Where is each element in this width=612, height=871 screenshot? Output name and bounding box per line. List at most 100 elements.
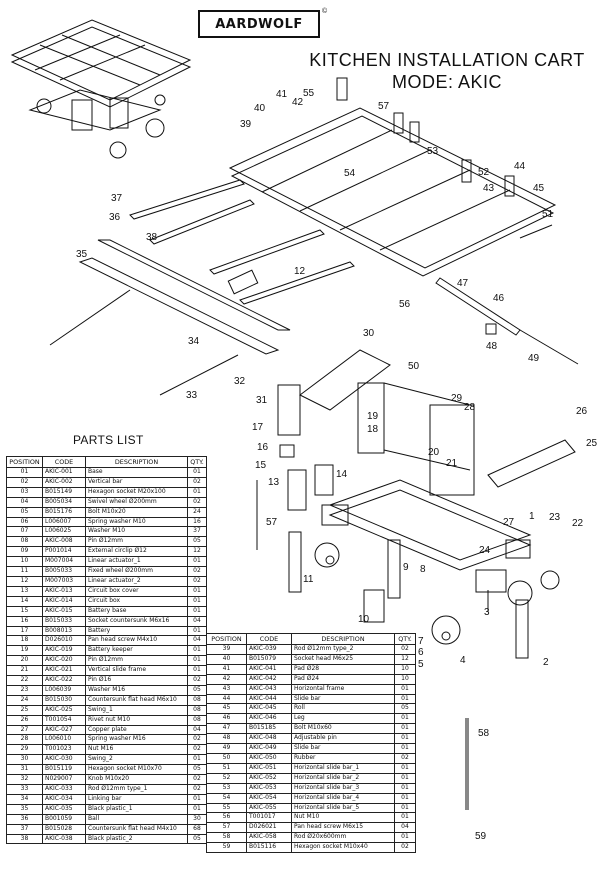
cell-code: AKIC-058 xyxy=(246,832,292,844)
cell-position: 10 xyxy=(6,556,43,568)
cell-code: D026010 xyxy=(42,635,86,647)
cell-description: Black plastic_1 xyxy=(85,803,188,815)
cell-code: B001059 xyxy=(42,813,86,825)
cell-description: Rod Ø12mm type_2 xyxy=(291,644,395,655)
cell-code: AKIC-030 xyxy=(42,754,86,766)
cell-qty: 01 xyxy=(187,754,207,766)
cell-position: 29 xyxy=(6,744,43,756)
callout-30: 30 xyxy=(363,328,375,339)
cell-description: Countersunk flat head M4x10 xyxy=(85,823,188,835)
cell-code: B015185 xyxy=(246,723,292,735)
cell-code: AKIC-045 xyxy=(246,703,292,715)
cell-code: AKIC-046 xyxy=(246,713,292,725)
callout-32: 32 xyxy=(234,376,246,387)
cell-code: AKIC-019 xyxy=(42,645,86,657)
cell-description: Swing_2 xyxy=(85,754,188,766)
cell-code: B008013 xyxy=(42,625,86,637)
cell-position: 35 xyxy=(6,803,43,815)
cell-description: Linear actuator_2 xyxy=(85,575,188,587)
cell-description: Spring washer M10 xyxy=(85,516,188,528)
cell-position: 53 xyxy=(206,782,247,794)
cell-description: Rod Ø12mm type_1 xyxy=(85,784,188,795)
cell-qty: 02 xyxy=(394,752,416,764)
cell-code: AKIC-022 xyxy=(42,675,86,686)
callout-31: 31 xyxy=(256,395,268,406)
cell-description: Black plastic_2 xyxy=(85,833,188,845)
cell-position: 36 xyxy=(6,813,43,825)
cell-code: AKIC-042 xyxy=(246,673,292,685)
callout-labels: 1 2 3 4 5 6 7 8 9 10 11 12 13 14 15 16 1… xyxy=(76,88,598,842)
callout-50: 50 xyxy=(408,361,420,372)
cell-position: 54 xyxy=(206,792,247,804)
cell-position: 37 xyxy=(6,823,43,835)
cell-position: 13 xyxy=(6,585,43,597)
callout-14: 14 xyxy=(336,469,348,480)
callout-19: 19 xyxy=(367,411,379,422)
cell-code: AKIC-053 xyxy=(246,782,292,794)
cell-position: 28 xyxy=(6,734,43,746)
cell-position: 50 xyxy=(206,752,247,764)
callout-36: 36 xyxy=(109,212,121,223)
brand-logo: AARDWOLF xyxy=(198,10,320,38)
cell-qty: 68 xyxy=(187,823,207,835)
callout-40: 40 xyxy=(254,103,266,114)
cell-position: 17 xyxy=(6,625,43,637)
callout-37: 37 xyxy=(111,193,123,204)
cell-code: B015149 xyxy=(42,486,86,498)
cell-description: Washer M16 xyxy=(85,684,188,696)
cell-qty: 02 xyxy=(394,644,416,655)
column-header-position: POSITION xyxy=(6,456,43,468)
callout-49: 49 xyxy=(528,353,540,364)
cell-qty: 08 xyxy=(187,714,207,726)
cell-qty: 02 xyxy=(187,675,207,686)
cell-code: B015033 xyxy=(42,615,86,627)
cell-position: 51 xyxy=(206,762,247,774)
callout-6: 6 xyxy=(418,647,424,658)
cell-description: Pad Ø24 xyxy=(291,673,395,685)
callout-3: 3 xyxy=(484,607,490,618)
callout-17: 17 xyxy=(252,422,264,433)
cell-description: Slide bar xyxy=(291,693,395,705)
cell-code: AKIC-048 xyxy=(246,733,292,745)
cell-qty: 01 xyxy=(187,655,207,667)
slide-bar-right xyxy=(435,224,579,365)
cell-qty: 12 xyxy=(394,653,416,665)
cell-description: Bolt M10x20 xyxy=(85,506,188,518)
cell-code: B005034 xyxy=(42,496,86,508)
cell-qty: 01 xyxy=(187,665,207,677)
cell-position: 21 xyxy=(6,665,43,677)
callout-41: 41 xyxy=(276,89,288,100)
cell-description: Rivet nut M10 xyxy=(85,714,188,726)
callout-56: 56 xyxy=(399,299,411,310)
cell-qty: 01 xyxy=(394,782,416,794)
cell-qty: 01 xyxy=(394,772,416,784)
cell-description: Pan head screw M6x15 xyxy=(291,822,395,834)
callout-29: 29 xyxy=(451,393,463,404)
cell-code: AKIC-039 xyxy=(246,644,292,655)
callout-10: 10 xyxy=(358,614,370,625)
vertical-slide-frame xyxy=(277,349,576,511)
cell-position: 30 xyxy=(6,754,43,766)
brand-reg-mark: © xyxy=(322,8,328,15)
cell-description: Nut M10 xyxy=(291,812,395,824)
callout-35: 35 xyxy=(76,249,88,260)
cell-description: Horizontal slide bar_1 xyxy=(291,762,395,774)
cell-description: Copper plate xyxy=(85,724,188,736)
callout-22: 22 xyxy=(572,518,584,529)
